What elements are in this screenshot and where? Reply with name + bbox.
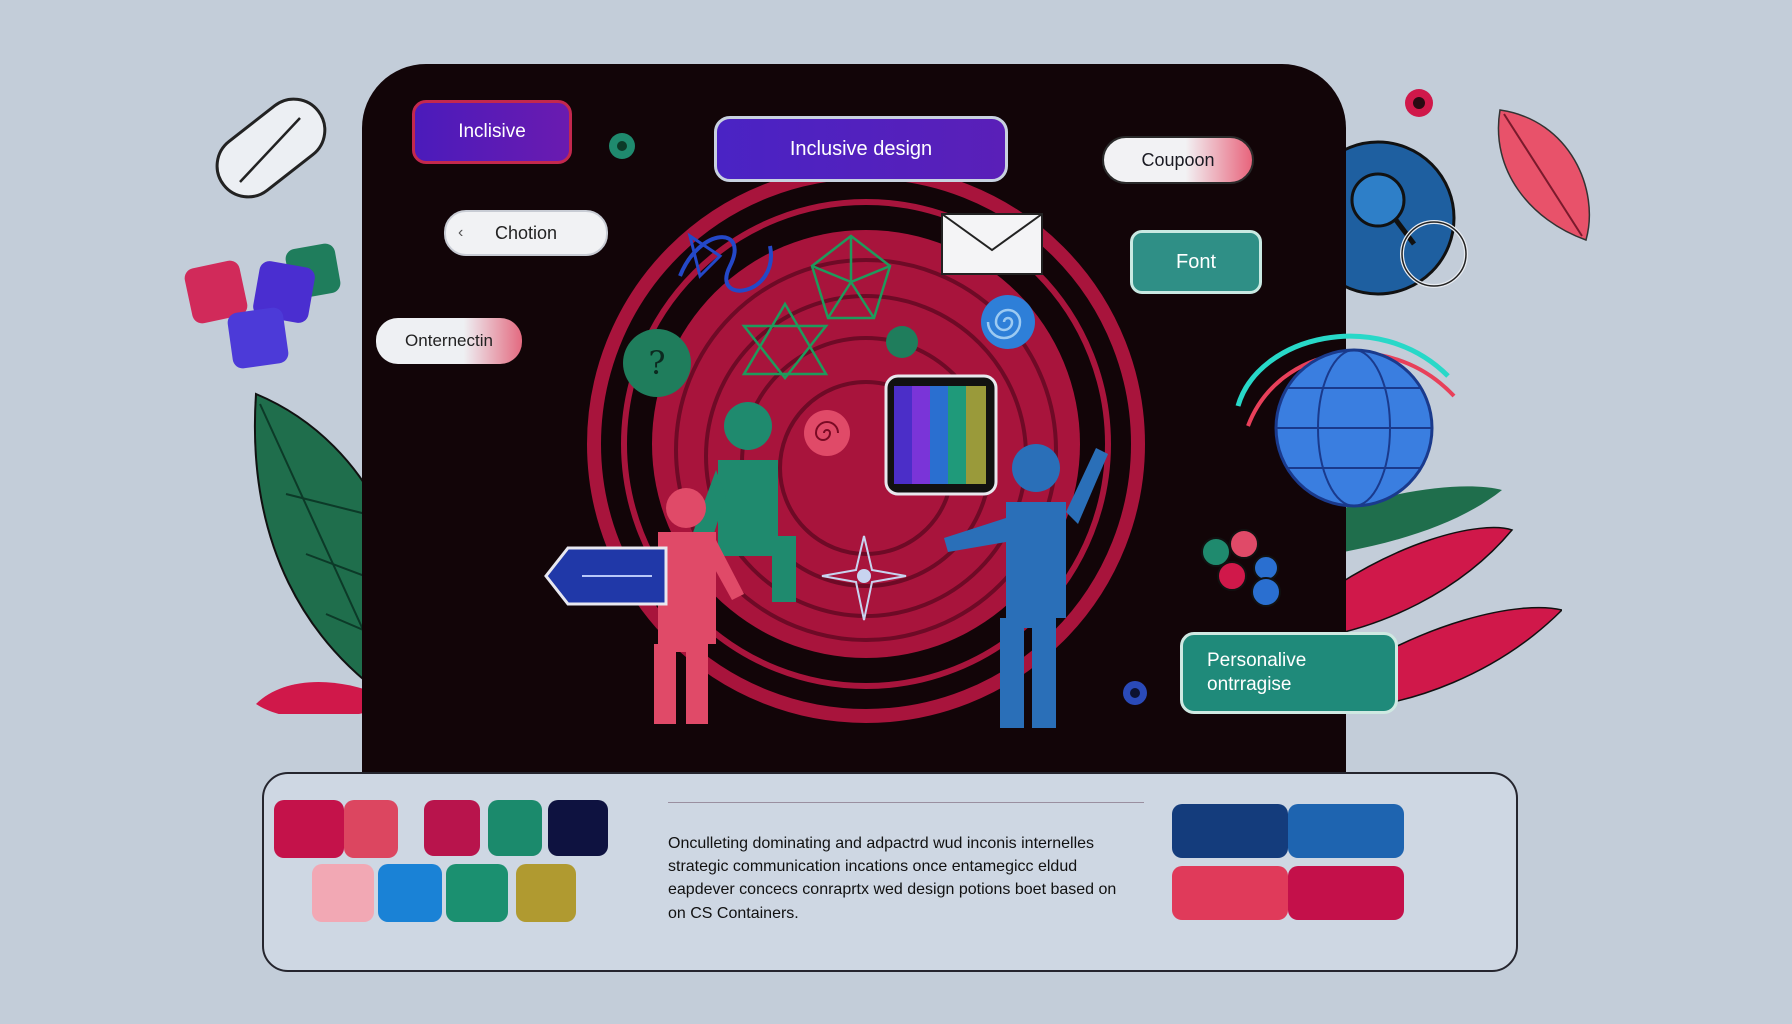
chotion-label: Chotion <box>494 222 558 243</box>
pink-spiral-icon <box>804 410 850 456</box>
geometric-polyhedron-icon <box>810 234 892 320</box>
palette-left-swatch[interactable] <box>274 800 344 858</box>
spiral-circle-icon <box>981 295 1035 349</box>
palette-left-swatch[interactable] <box>378 864 442 922</box>
palette-right-swatch[interactable] <box>1288 804 1404 858</box>
svg-text:?: ? <box>648 344 665 382</box>
inclusive-design-button[interactable]: Inclusive design <box>714 116 1008 182</box>
palette-left-swatch[interactable] <box>424 800 480 856</box>
personalive-card[interactable]: Personalive ontrragise <box>1180 632 1398 714</box>
bubbles-icon <box>1201 529 1281 607</box>
palette-left-swatch[interactable] <box>516 864 576 922</box>
rainbow-tablet-icon <box>884 374 998 496</box>
chotion-tag[interactable]: ‹ Chotion <box>444 210 608 256</box>
small-blue-dot-icon <box>1123 681 1147 705</box>
palette-left-swatch[interactable] <box>312 864 374 922</box>
palette-left-swatch[interactable] <box>344 800 398 858</box>
question-circle-icon: ? <box>623 329 691 397</box>
teal-dot-icon <box>886 326 918 358</box>
palette-right-swatch[interactable] <box>1172 866 1288 920</box>
palette-left-swatch[interactable] <box>446 864 508 922</box>
flower-icon <box>821 535 907 621</box>
target-dot-icon <box>1405 89 1433 117</box>
palette-left-swatch[interactable] <box>548 800 608 856</box>
small-green-dot-icon <box>609 133 635 159</box>
palette-left-swatch[interactable] <box>488 800 542 856</box>
chevron-left-icon: ‹ <box>458 224 464 241</box>
wireframe-globe-icon <box>1235 333 1456 508</box>
person-teal-icon <box>688 402 796 602</box>
leaf-right-top-icon <box>1497 109 1591 241</box>
coupoon-tag[interactable]: Coupoon <box>1102 136 1254 184</box>
geometric-star-icon <box>741 301 829 380</box>
knot-icon <box>678 232 773 293</box>
palette-right-swatch[interactable] <box>1172 804 1288 858</box>
font-button[interactable]: Font <box>1130 230 1262 294</box>
card-divider <box>668 802 1144 803</box>
person-pink-icon <box>654 488 744 724</box>
palette-right-swatch[interactable] <box>1288 866 1404 920</box>
inclusive-tag[interactable]: Inclisive <box>412 100 572 164</box>
envelope-icon <box>941 213 1043 275</box>
blue-arrow-sign-icon <box>544 546 668 606</box>
color-tiles-icon <box>184 243 341 369</box>
person-blue-icon <box>944 444 1108 728</box>
onternectin-tag[interactable]: Onternectin <box>376 318 522 364</box>
personalive-line-2: ontrragise <box>1207 674 1292 695</box>
palette-description: Onculleting dominating and adpactrd wud … <box>668 835 1117 922</box>
pill-capsule-icon <box>215 97 327 199</box>
personalive-line-1: Personalive <box>1207 650 1307 672</box>
